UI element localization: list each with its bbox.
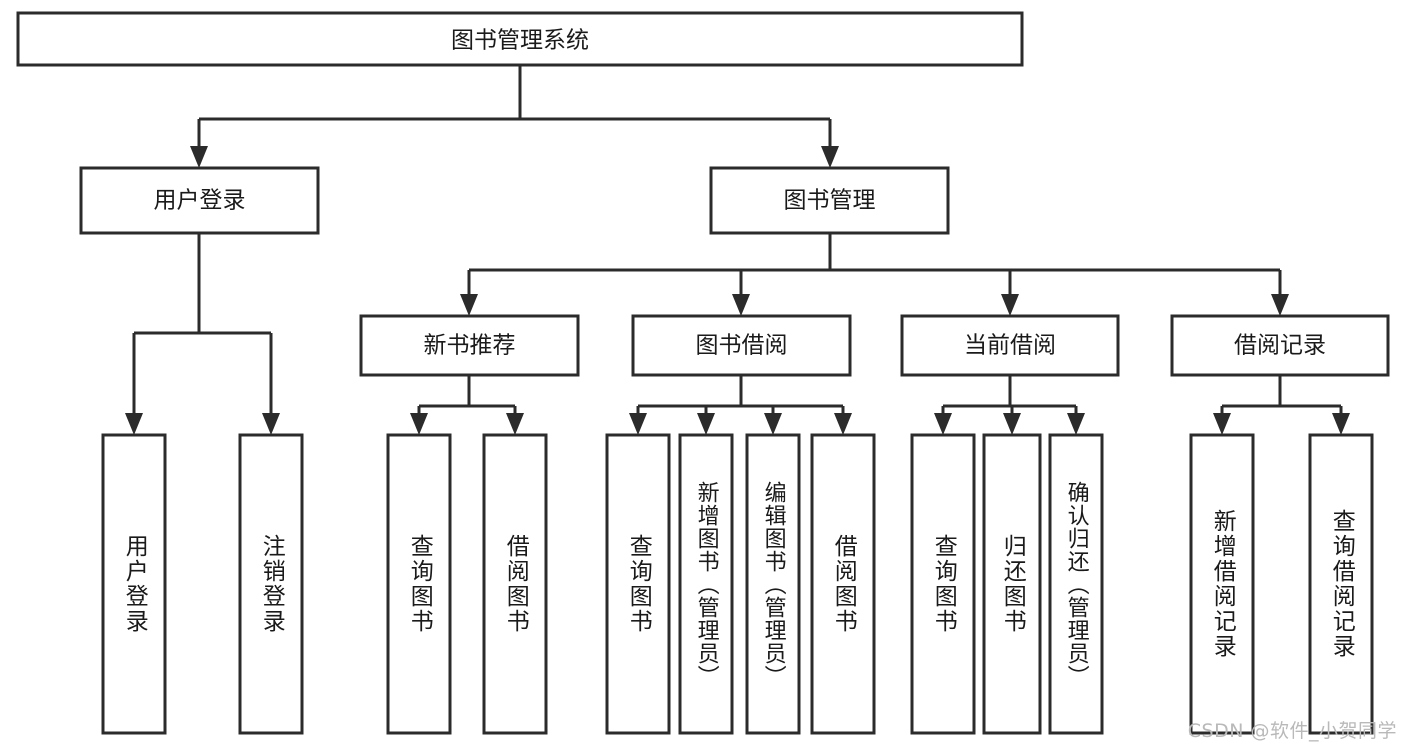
node-user-login-label: 用户登录 (154, 188, 246, 214)
connector-current-borrow-to-leaves (934, 375, 1085, 435)
leaf-box-query-borrow-record[interactable] (1308, 433, 1374, 735)
connector-user-login-to-leaves (125, 233, 280, 435)
connector-borrow-record-to-leaves (1213, 375, 1350, 435)
arrow-icon (460, 294, 478, 316)
leaf-box-confirm-return-admin[interactable] (1048, 433, 1104, 735)
arrow-icon (1213, 413, 1231, 435)
arrow-icon (1332, 413, 1350, 435)
node-borrow-record[interactable]: 借阅记录 (1170, 314, 1390, 377)
node-root-box[interactable] (16, 11, 1024, 67)
arrow-icon (410, 413, 428, 435)
node-book-management-box[interactable] (709, 166, 950, 235)
connector-root-to-level2 (190, 65, 839, 168)
node-book-borrow-label: 图书借阅 (696, 333, 788, 359)
leaf-box-add-borrow-record[interactable] (1189, 433, 1255, 735)
arrow-icon (1003, 413, 1021, 435)
node-user-login[interactable]: 用户登录 (79, 166, 320, 235)
arrow-icon (1067, 413, 1085, 435)
connector-borrow-to-leaves (629, 375, 852, 435)
node-book-borrow[interactable]: 图书借阅 (631, 314, 852, 377)
arrow-icon (821, 146, 839, 168)
node-book-management-label: 图书管理 (784, 188, 876, 214)
leaf-box-query-book-rec[interactable] (386, 433, 452, 735)
leaf-box-return-book[interactable] (982, 433, 1042, 735)
node-user-login-box[interactable] (79, 166, 320, 235)
leaf-box-borrow-book[interactable] (810, 433, 876, 735)
leaf-box-edit-book-admin[interactable] (745, 433, 801, 735)
node-root-label: 图书管理系统 (451, 28, 589, 54)
arrow-icon (1271, 294, 1289, 316)
arrow-icon (506, 413, 524, 435)
leaf-box-add-book-admin[interactable] (678, 433, 734, 735)
node-root[interactable]: 图书管理系统 (16, 11, 1024, 67)
connector-book-mgmt-to-level3 (460, 233, 1289, 316)
leaf-box-user-login[interactable] (101, 433, 167, 735)
node-new-book-recommend[interactable]: 新书推荐 (359, 314, 580, 377)
arrow-icon (934, 413, 952, 435)
arrow-icon (190, 146, 208, 168)
arrow-icon (834, 413, 852, 435)
node-new-book-recommend-label: 新书推荐 (424, 333, 516, 359)
leaf-box-query-book-borrow[interactable] (605, 433, 671, 735)
arrow-icon (125, 413, 143, 435)
watermark: CSDN @软件_小贺同学 (1187, 720, 1397, 742)
connector-new-book-to-leaves (410, 375, 524, 435)
node-borrow-record-label: 借阅记录 (1234, 333, 1326, 359)
node-current-borrow-box[interactable] (900, 314, 1120, 377)
leaf-box-query-book-current[interactable] (910, 433, 976, 735)
node-current-borrow-label: 当前借阅 (964, 333, 1056, 359)
node-borrow-record-box[interactable] (1170, 314, 1390, 377)
node-book-borrow-box[interactable] (631, 314, 852, 377)
node-book-management[interactable]: 图书管理 (709, 166, 950, 235)
arrow-icon (697, 413, 715, 435)
node-current-borrow[interactable]: 当前借阅 (900, 314, 1120, 377)
arrow-icon (262, 413, 280, 435)
node-new-book-recommend-box[interactable] (359, 314, 580, 377)
arrow-icon (732, 294, 750, 316)
arrow-icon (1001, 294, 1019, 316)
leaf-box-borrow-book-rec[interactable] (482, 433, 548, 735)
leaf-box-logout[interactable] (238, 433, 304, 735)
arrow-icon (764, 413, 782, 435)
arrow-icon (629, 413, 647, 435)
